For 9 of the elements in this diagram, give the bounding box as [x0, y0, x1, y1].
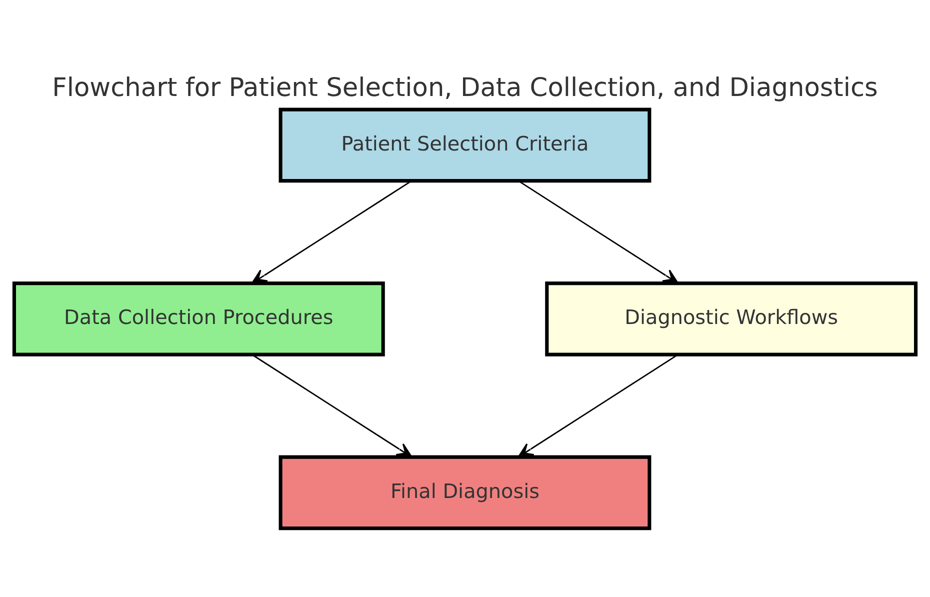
- node-box: Patient Selection Criteria: [278, 107, 652, 182]
- arrow: [518, 180, 679, 284]
- node-box: Final Diagnosis: [278, 454, 652, 530]
- node-box: Data Collection Procedures: [12, 281, 385, 356]
- node-box: Diagnostic Workflows: [545, 281, 918, 356]
- arrow: [252, 354, 412, 458]
- diagram-title: Flowchart for Patient Selection, Data Collection, and Diagnostics: [52, 72, 878, 102]
- arrow: [518, 354, 678, 458]
- arrow: [251, 180, 412, 284]
